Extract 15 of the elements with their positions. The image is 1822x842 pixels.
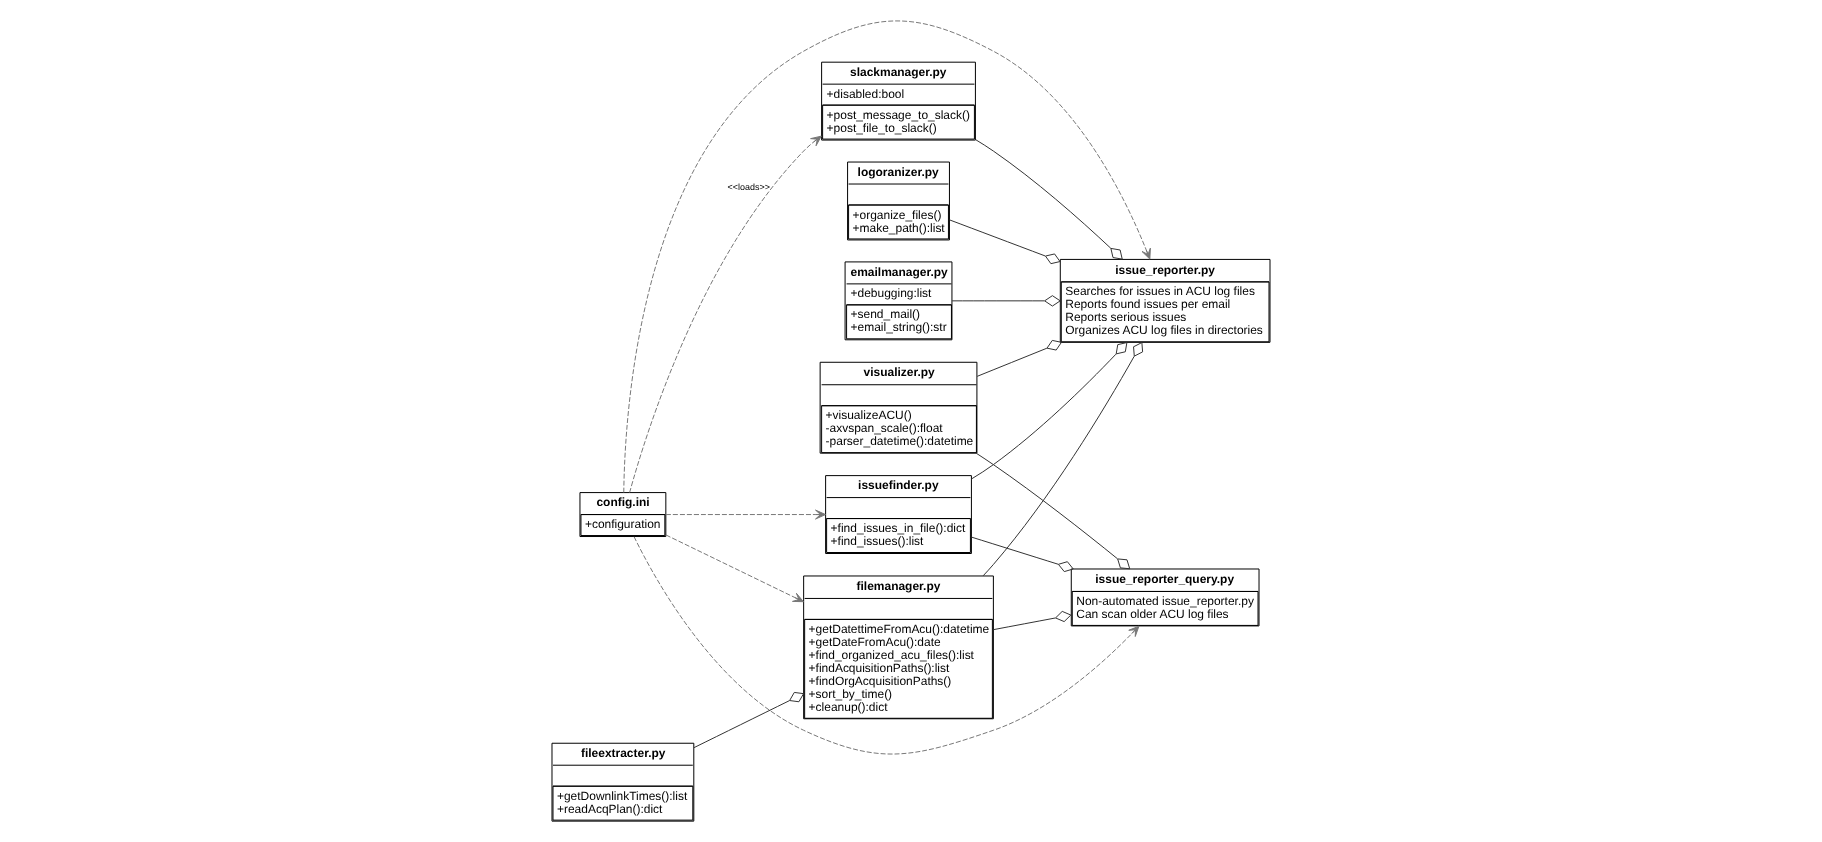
arrow (665, 534, 804, 603)
arrow (623, 20, 1151, 493)
connector (975, 452, 1131, 570)
connector (951, 295, 1061, 307)
connector (693, 691, 805, 749)
arrow (633, 536, 1140, 755)
connector (993, 610, 1072, 631)
arrow (629, 135, 822, 494)
connector (971, 342, 1128, 480)
connector (975, 139, 1123, 260)
connector (976, 339, 1062, 377)
connector (949, 219, 1061, 265)
connector (971, 536, 1074, 573)
arrow (665, 509, 826, 520)
connector (982, 342, 1144, 577)
